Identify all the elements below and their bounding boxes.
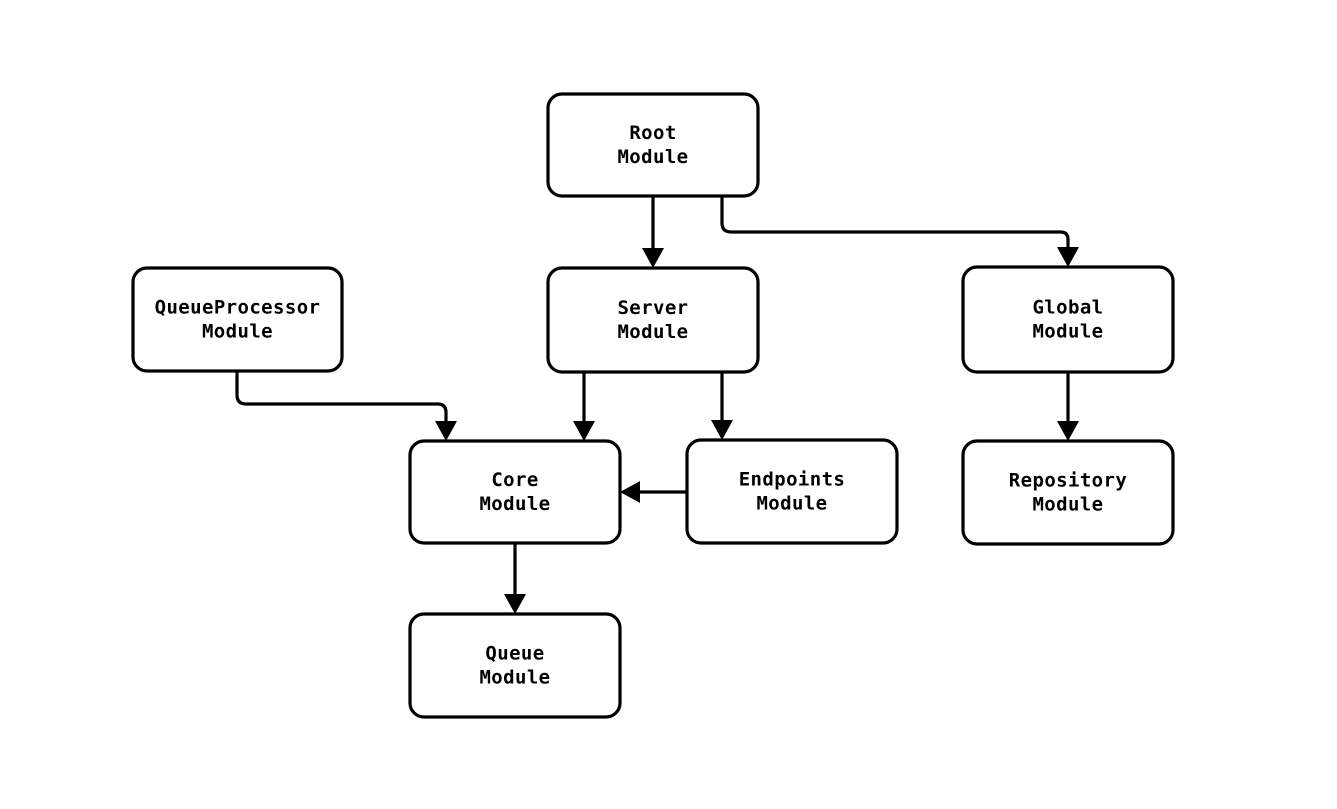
node-label-line2: Module: [617, 320, 688, 342]
node-box[interactable]: [546, 92, 760, 198]
node-label-line2: Module: [756, 492, 827, 514]
arrowhead-icon: [573, 421, 595, 441]
arrowhead-icon: [711, 420, 733, 440]
edges-layer: [235, 196, 1079, 614]
edge-line: [720, 196, 1070, 247]
edge-endpoints-to-core: [620, 481, 687, 503]
node-box[interactable]: [131, 266, 344, 373]
edge-server-to-endpoints: [711, 372, 733, 440]
node-label-line1: Server: [617, 297, 688, 319]
edge-global-to-repository: [1057, 372, 1079, 441]
node-label-line1: Global: [1032, 296, 1103, 318]
node-box[interactable]: [961, 439, 1175, 546]
node-box[interactable]: [685, 438, 899, 545]
node-box[interactable]: [408, 612, 622, 719]
node-label-line1: Root: [629, 122, 676, 144]
edge-root-to-global: [720, 196, 1079, 267]
edge-queueprocessor-to-core: [235, 371, 457, 441]
edge-line: [235, 371, 448, 421]
arrowhead-icon: [504, 594, 526, 614]
node-label-line2: Module: [1032, 320, 1103, 342]
edge-server-to-core: [573, 372, 595, 441]
node-box[interactable]: [408, 439, 622, 545]
node-label-line1: Repository: [1009, 469, 1127, 491]
node-label-line1: QueueProcessor: [155, 296, 321, 318]
node-label-line1: Queue: [485, 642, 544, 664]
edge-core-to-queue: [504, 543, 526, 614]
arrowhead-icon: [435, 421, 457, 441]
node-label-line2: Module: [479, 492, 550, 514]
node-label-line1: Endpoints: [739, 468, 846, 490]
node-label-line2: Module: [479, 666, 550, 688]
node-label-line2: Module: [202, 320, 273, 342]
node-box[interactable]: [546, 266, 760, 374]
node-label-line2: Module: [1032, 493, 1103, 515]
edge-root-to-server: [642, 196, 664, 268]
node-label-line2: Module: [617, 145, 688, 167]
node-box[interactable]: [961, 265, 1175, 374]
arrowhead-icon: [1057, 247, 1079, 267]
arrowhead-icon: [620, 481, 640, 503]
arrowhead-icon: [1057, 421, 1079, 441]
arrowhead-icon: [642, 248, 664, 268]
node-label-line1: Core: [491, 469, 538, 491]
